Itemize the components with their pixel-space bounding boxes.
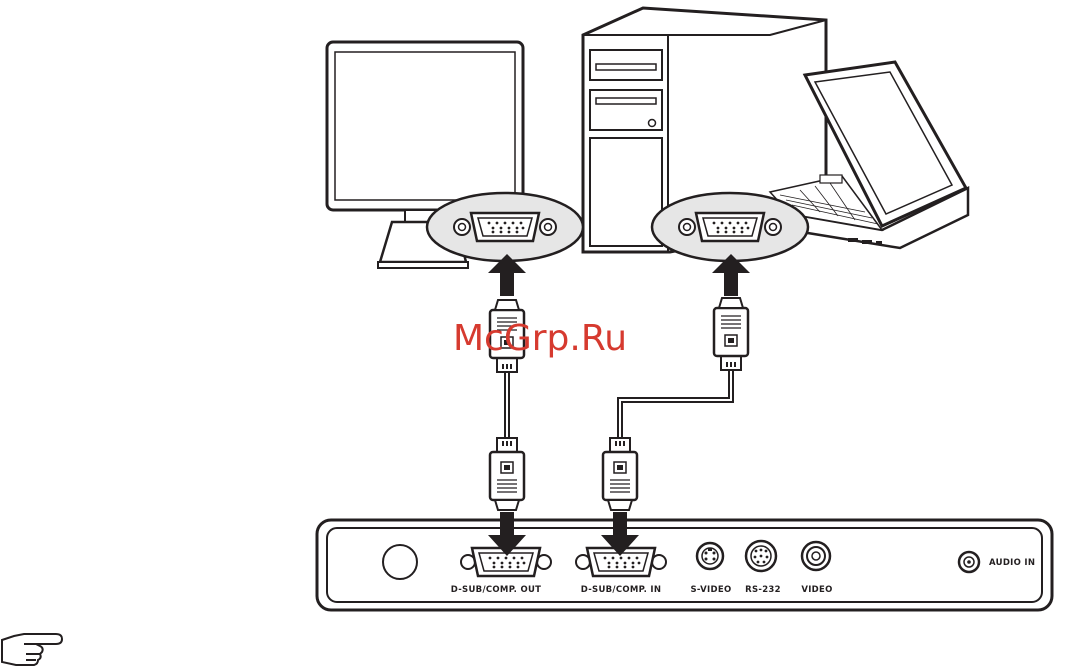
arrow-down-icon <box>601 512 639 556</box>
arrow-up-icon <box>488 254 526 296</box>
rs232-port <box>744 539 778 573</box>
arrow-down-icon <box>488 512 526 556</box>
dsub-out-port <box>460 546 552 578</box>
computer-port-bubble <box>650 191 810 263</box>
vga-plug-icon <box>601 436 639 512</box>
pointing-hand-icon <box>0 633 64 666</box>
projector-rear-panel: D-SUB/COMP. OUT D-SUB/COMP. IN S-VIDEO R… <box>315 518 1054 612</box>
audio-in-label: AUDIO IN <box>989 558 1035 568</box>
vga-connector-icon <box>469 211 541 243</box>
arrow-up-icon <box>712 254 750 296</box>
cable-computer <box>617 368 734 440</box>
dsub-in-label: D-SUB/COMP. IN <box>581 585 662 595</box>
dsub-out-label: D-SUB/COMP. OUT <box>451 585 542 595</box>
desktop-tower <box>581 6 828 254</box>
monitor-port-bubble <box>425 191 585 263</box>
vga-plug-icon <box>712 296 750 372</box>
video-port <box>800 540 832 572</box>
svideo-label: S-VIDEO <box>691 585 732 595</box>
vga-plug-icon <box>488 436 526 512</box>
watermark: McGrp.Ru <box>453 318 627 359</box>
video-label: VIDEO <box>801 585 832 595</box>
vga-connector-icon <box>694 211 766 243</box>
svideo-port <box>695 541 725 571</box>
dsub-in-port <box>575 546 667 578</box>
audio-in-port <box>957 550 981 574</box>
rs232-label: RS-232 <box>745 585 781 595</box>
